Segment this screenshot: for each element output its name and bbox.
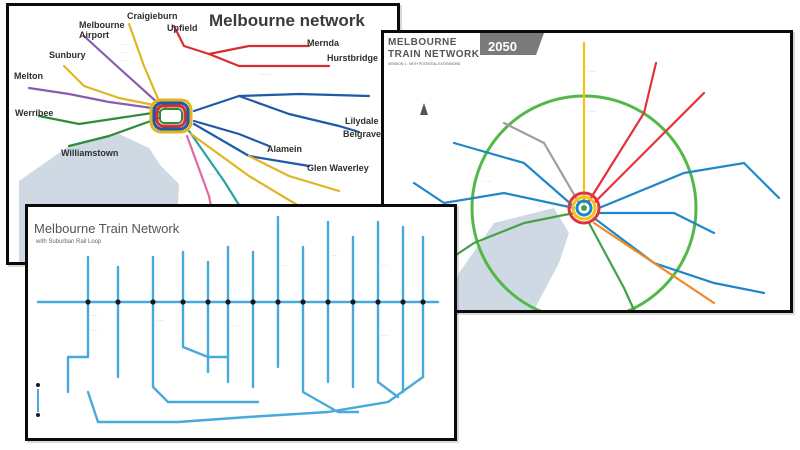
svg-text:· · · ·: · · · ·	[381, 264, 388, 268]
title-block	[384, 33, 480, 63]
line-northeast-red-2	[592, 91, 706, 205]
svg-text:· · · · ·: · · · · ·	[121, 59, 130, 63]
city-loop	[149, 98, 193, 134]
station-labels: · · · · · · · · · · · · · · · · · · · · · ·…	[91, 254, 388, 338]
terminus-label-belgrave: Belgrave	[343, 129, 381, 139]
svg-text:· · · ·: · · · ·	[91, 329, 98, 333]
svg-text:· · · ·: · · · ·	[588, 110, 595, 114]
interchange-nodes	[85, 299, 426, 305]
line-southeast-blue	[592, 216, 766, 295]
svg-text:· · · ·: · · · ·	[231, 324, 238, 328]
terminus-label-alamein: Alamein	[267, 144, 302, 154]
svg-text:· · · ·: · · · ·	[588, 90, 595, 94]
line-south-green	[587, 221, 636, 310]
line-hurstbridge	[207, 52, 331, 68]
line-west-3	[151, 255, 260, 404]
svg-text:· · · ·: · · · ·	[91, 314, 98, 318]
line-werribee	[37, 110, 161, 126]
svg-text:· · · · ·: · · · · ·	[121, 43, 130, 47]
svg-text:· · · ·: · · · ·	[684, 180, 691, 184]
central-hub	[567, 191, 601, 225]
terminus-label-craigieburn: Craigieburn	[127, 11, 178, 21]
station-labels: · · · · · · · · · · · · · · · · · · · · …	[121, 43, 272, 177]
line-airport	[82, 34, 161, 106]
svg-text:· · · · ·: · · · · ·	[209, 173, 218, 177]
line-williamstown	[67, 116, 161, 148]
terminus-label-lilydale: Lilydale	[345, 116, 379, 126]
line-south-orange	[592, 221, 716, 305]
svg-text:· · · · ·: · · · · ·	[121, 51, 130, 55]
melbourne-train-network-srl-panel: Melbourne Train Network with Suburban Ra…	[25, 204, 457, 441]
line-east-1	[301, 245, 360, 414]
terminus-label-williamstown: Williamstown	[61, 148, 118, 158]
terminus-label-upfield: Upfield	[167, 23, 198, 33]
title-line-1: MELBOURNE	[388, 37, 457, 48]
line-cranbourne	[247, 154, 341, 193]
line-west-1	[66, 255, 90, 394]
terminus-label-hurstbridge: Hurstbridge	[327, 53, 378, 63]
terminus-label-sunbury: Sunbury	[49, 50, 86, 60]
line-central-1	[181, 250, 230, 359]
svg-text:· · · ·: · · · ·	[484, 180, 491, 184]
svg-text:· · · ·: · · · ·	[331, 254, 338, 258]
map-title: Melbourne network	[209, 11, 365, 30]
melbourne-train-network-srl-map: Melbourne Train Network with Suburban Ra…	[34, 215, 440, 424]
line-belgrave	[237, 94, 361, 134]
subtitle: VERSION 1 - WITH POTENTIAL EXTENSIONS	[388, 62, 461, 66]
svg-text:· · · · · · ·: · · · · · · ·	[259, 73, 272, 77]
map-title: Melbourne Train Network	[34, 221, 180, 236]
suburban-rail-loop	[96, 375, 425, 424]
svg-text:· · · · ·: · · · · ·	[209, 163, 218, 167]
line-airport-grey	[502, 121, 581, 205]
svg-text:· · · ·: · · · ·	[381, 334, 388, 338]
svg-text:· · · ·: · · · ·	[634, 250, 641, 254]
legend	[36, 383, 40, 417]
svg-text:· · · · · · ·: · · · · · · ·	[259, 103, 272, 107]
line-sunbury	[62, 64, 161, 108]
line-northwest-blue	[452, 141, 574, 207]
terminus-label-glen-waverley: Glen Waverley	[307, 163, 369, 173]
line-east-4	[376, 220, 400, 399]
year-badge	[480, 33, 544, 55]
terminus-label-melton: Melton	[14, 71, 43, 81]
line-west-blue	[412, 181, 576, 210]
line-lilydale	[192, 92, 371, 113]
melbourne-train-network-2050-map: MELBOURNE TRAIN NETWORK 2050 VERSION 1 -…	[384, 33, 781, 310]
loop-connector	[86, 390, 100, 424]
title-line-2: TRAIN NETWORK	[388, 49, 480, 60]
year-label: 2050	[488, 39, 517, 54]
line-east-blue	[597, 161, 781, 210]
svg-text:· · · ·: · · · ·	[281, 264, 288, 268]
terminus-label-werribee: Werribee	[15, 108, 53, 118]
station-labels: · · · · · · · · · · · · · · · · · · · · …	[484, 70, 691, 254]
bay-water	[444, 208, 569, 310]
line-melton	[27, 86, 161, 111]
svg-text:· · · ·: · · · ·	[156, 319, 163, 323]
line-east-blue-2	[597, 211, 716, 235]
line-southwest-green	[442, 211, 576, 265]
svg-text:· · · ·: · · · ·	[634, 130, 641, 134]
map-subtitle: with Suburban Rail Loop	[35, 239, 102, 245]
line-northeast-red	[587, 61, 658, 203]
north-arrow-icon	[420, 103, 428, 115]
line-alamein	[192, 119, 271, 148]
svg-text:· · · ·: · · · ·	[588, 70, 595, 74]
terminus-label-mernda: Mernda	[307, 38, 340, 48]
